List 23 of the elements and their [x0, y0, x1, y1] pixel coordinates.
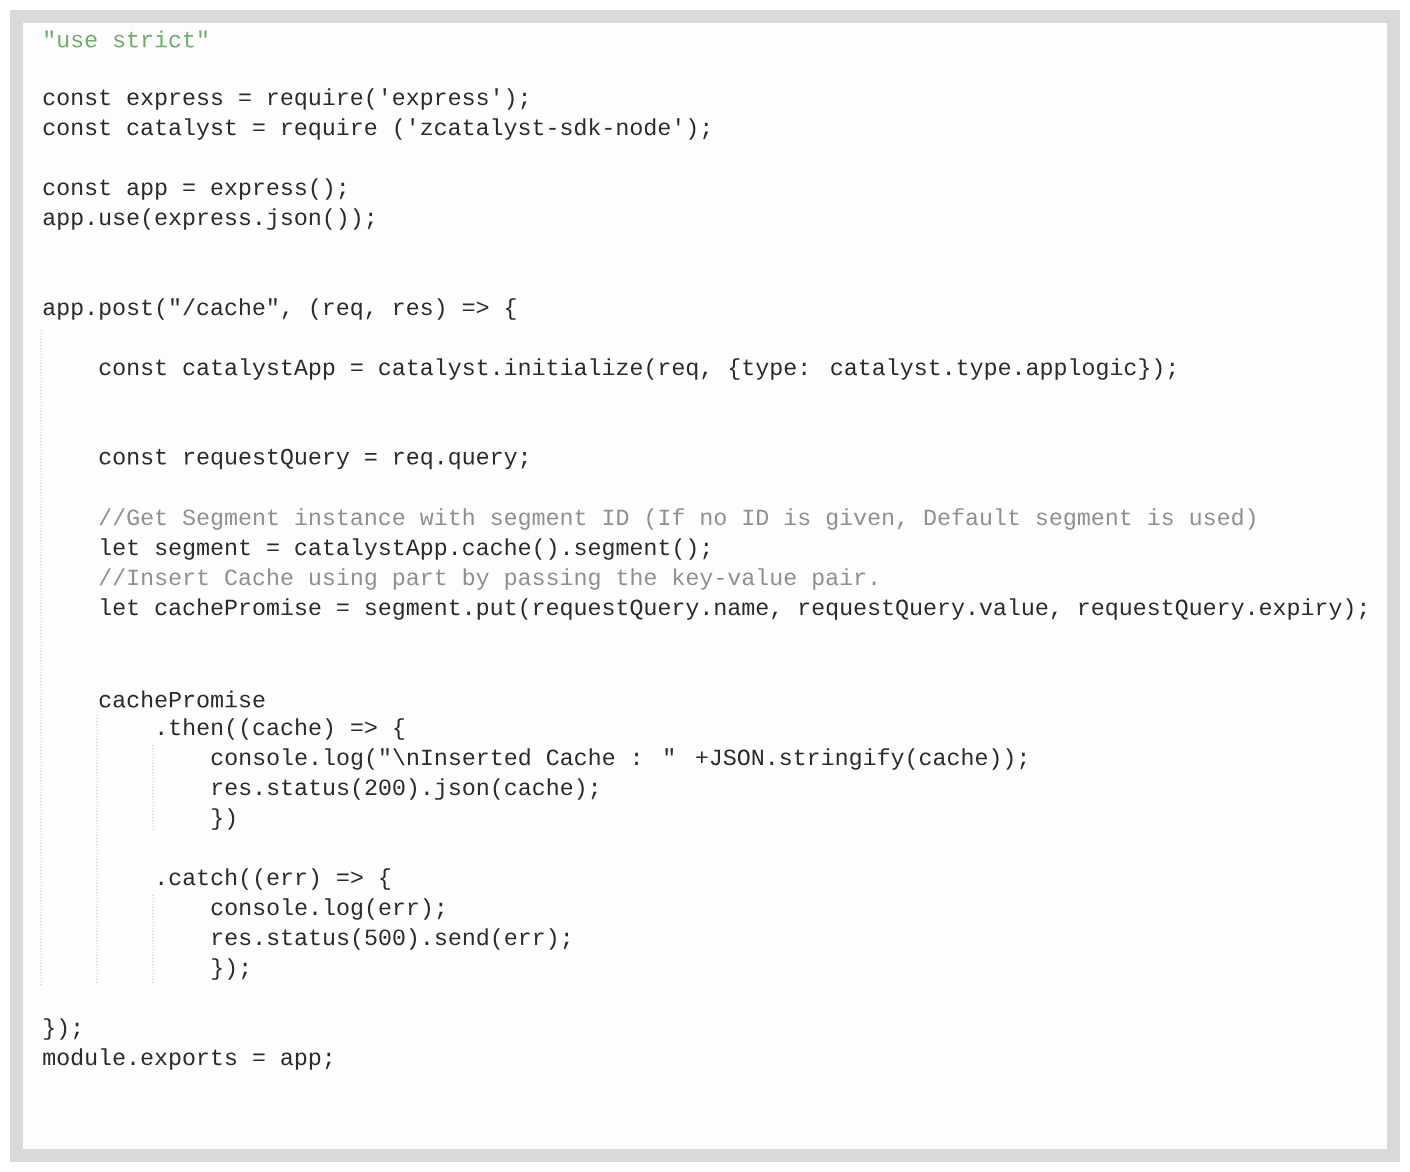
code-line: const express = require('express'); — [43, 88, 527, 110]
code-line: app.use(express.json()); — [43, 208, 373, 230]
code-line: const catalyst = require ('zcatalyst-sdk-node'); — [43, 118, 709, 140]
code-line: const app = express(); — [43, 178, 345, 200]
code-line: let cachePromise = segment.put(requestQuery.name, requestQuery.value, requestQuery.expiry); — [101, 598, 1366, 620]
code-line: const requestQuery = req.query; — [99, 448, 527, 470]
code-line: console.log(err); — [211, 898, 443, 920]
code-line: cachePromise — [99, 690, 265, 708]
code-line: res.status(500).send(err); — [212, 928, 569, 950]
code-line: }); — [44, 1018, 80, 1040]
code-line: //Get Segment instance with segment ID (If no ID is given, Default segment is used) — [99, 508, 1255, 530]
code-line: app.post("/cache", (req, res) => { — [43, 298, 516, 320]
code-line: .catch((err) => { — [159, 868, 390, 890]
code-line: .then((cache) => { — [159, 718, 404, 740]
code-line: res.status(200).json(cache); — [212, 778, 597, 800]
code-line: //Insert Cache using part by passing the key-value pair. — [99, 568, 876, 590]
code-line: "use strict" — [45, 30, 207, 48]
code-line: }) — [212, 808, 235, 830]
code-line: const catalystApp = catalyst.initialize(req, {type: catalyst.type.applogic}); — [99, 358, 1175, 380]
code-line: }); — [212, 958, 248, 980]
code-line: console.log("\nInserted Cache : " +JSON.stringify(cache)); — [211, 748, 1026, 770]
code-line: let segment = catalystApp.cache().segment(); — [101, 538, 709, 560]
code-line: module.exports = app; — [43, 1048, 331, 1070]
